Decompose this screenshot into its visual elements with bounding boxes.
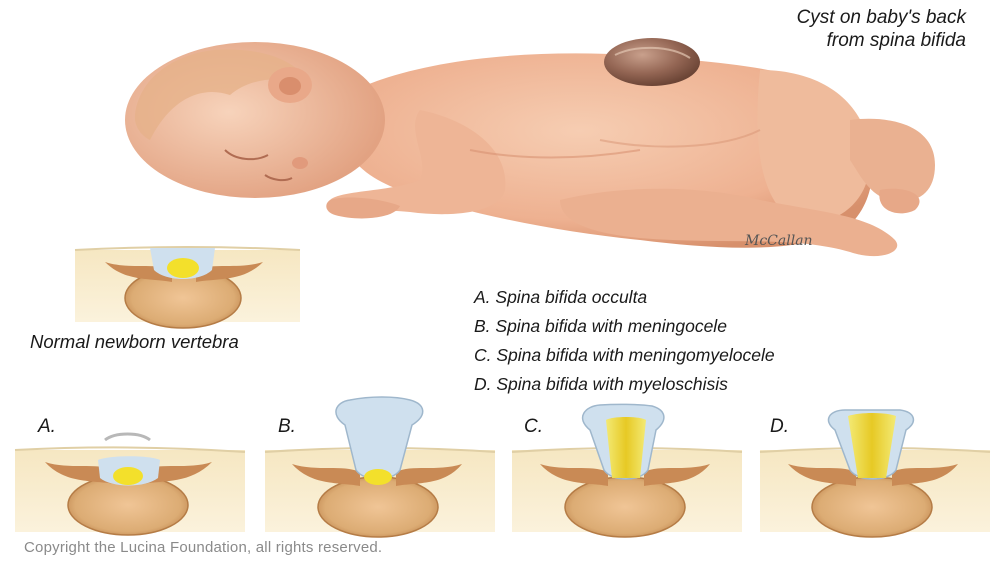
- legend-item: A. Spina bifida occulta: [474, 283, 775, 312]
- cyst-label-line2: from spina bifida: [797, 29, 966, 52]
- cyst-label-line1: Cyst on baby's back: [797, 6, 966, 29]
- legend-item: C. Spina bifida with meningomyelocele: [474, 341, 775, 370]
- panel-c-diagram: [512, 404, 742, 537]
- cyst-label: Cyst on baby's back from spina bifida: [797, 6, 966, 52]
- baby-illustration: [125, 38, 935, 256]
- normal-vertebra-caption: Normal newborn vertebra: [30, 331, 239, 353]
- cyst: [604, 38, 700, 86]
- panel-c-letter: C.: [524, 416, 543, 438]
- normal-vertebra-diagram: [75, 247, 300, 328]
- type-legend: A. Spina bifida occulta B. Spina bifida …: [474, 283, 775, 399]
- panel-d-diagram: [760, 410, 990, 537]
- legend-item: B. Spina bifida with meningocele: [474, 312, 775, 341]
- panel-a-letter: A.: [38, 416, 56, 438]
- legend-item: D. Spina bifida with myeloschisis: [474, 370, 775, 399]
- panel-d-letter: D.: [770, 416, 789, 438]
- panel-a-diagram: [15, 434, 245, 535]
- artist-signature: McCallan: [744, 233, 813, 249]
- panel-b-letter: B.: [278, 416, 296, 438]
- panel-b-diagram: [265, 397, 495, 537]
- copyright-notice: Copyright the Lucina Foundation, all rig…: [24, 539, 382, 556]
